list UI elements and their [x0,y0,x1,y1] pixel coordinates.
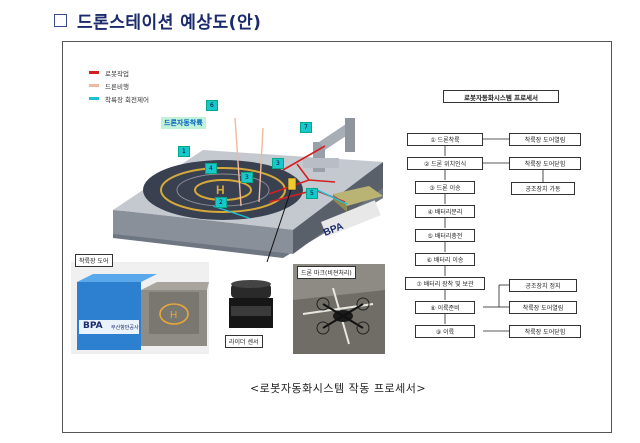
svg-text:H: H [170,310,177,321]
section-title: 드론스테이션 예상도(안) [77,12,262,33]
marker-7: 7 [300,122,312,133]
figure-caption: <로봇자동화시스템 작동 프로세서> [249,382,427,395]
flow-step-7: ⑦ 배터리 장착 및 보관 [405,277,485,290]
legend-swatch [89,71,99,74]
landing-door-photo: H 착륙장 도어 BPA 부산항만공사 [71,254,209,354]
drone-mark-label: 드론 마크(비젼처리) [297,266,356,279]
station-drawing: H BPA [113,117,383,275]
flow-side-hvac-off: 공조장치 정지 [509,279,577,292]
legend-label: 로봇작업 [105,69,129,78]
lidar-sensor-photo: 라이더 센서 [213,262,289,354]
marker-5: 5 [306,188,318,199]
marker-3: 3 [241,172,253,183]
flow-side-door-open-2: 착륙장 도어열림 [509,301,577,314]
marker-2: 2 [215,197,227,208]
legend-item-robot: 로봇작업 [89,66,149,79]
legend-swatch [89,84,99,87]
marker-4: 4 [205,163,217,174]
flow-step-5: ⑤ 배터리충전 [415,229,475,242]
drone-landing-label: 드론자동착륙 [161,117,206,129]
marker-6: 6 [206,100,218,111]
bpa-logo-sub: 부산항만공사 [111,325,139,331]
flow-step-9: ⑨ 이륙 [415,325,475,338]
lidar-sensor-label: 라이더 센서 [225,335,263,348]
checkbox-square-icon [54,13,67,27]
flow-side-door-close-2: 착륙장 도어닫힘 [509,325,581,338]
flow-step-1: ① 드론착륙 [407,133,483,146]
drone-mark-drawing [293,264,385,354]
flow-step-6: ⑥ 배터리 이송 [415,253,475,266]
flow-step-3: ③ 드론 이송 [415,181,475,194]
lidar-drawing [229,280,273,328]
landing-door-label: 착륙장 도어 [75,254,113,267]
flow-connectors [444,138,544,332]
process-flowchart: 로봇자동화시스템 프로세서 ① 드론착륙 ② 드론 위치인식 ③ 드론 이송 ④… [383,82,603,352]
legend-item-rotation: 착륙장 회전제어 [89,92,149,105]
flow-side-door-open: 착륙장 도어열림 [509,133,581,146]
landing-door-drawing: H [77,274,209,350]
bpa-logo-text: BPA [83,321,103,331]
flow-step-2: ② 드론 위치인식 [407,157,483,170]
svg-text:H: H [216,183,225,197]
figure-frame: 로봇작업 드론비행 착륙장 회전제어 H [62,41,612,433]
marker-1: 1 [178,146,190,157]
flow-side-door-close: 착륙장 도어닫힘 [509,157,581,170]
drone-station-illustration: H BPA 드론자동착륙 [83,98,383,278]
flow-step-8: ⑧ 이륙준비 [415,301,475,314]
legend-label: 드론비행 [105,82,129,91]
drone-mark-photo: 드론 마크(비젼처리) [293,264,385,354]
flow-title: 로봇자동화시스템 프로세서 [443,90,559,103]
section-header: 드론스테이션 예상도(안) [54,8,262,33]
flow-step-4: ④ 배터리분리 [415,205,475,218]
legend-swatch [89,97,99,100]
flow-side-hvac-on: 공조장치 가동 [511,182,575,195]
marker-3b: 3 [272,158,284,169]
legend: 로봇작업 드론비행 착륙장 회전제어 [89,66,149,105]
legend-item-drone: 드론비행 [89,79,149,92]
legend-label: 착륙장 회전제어 [105,95,149,104]
